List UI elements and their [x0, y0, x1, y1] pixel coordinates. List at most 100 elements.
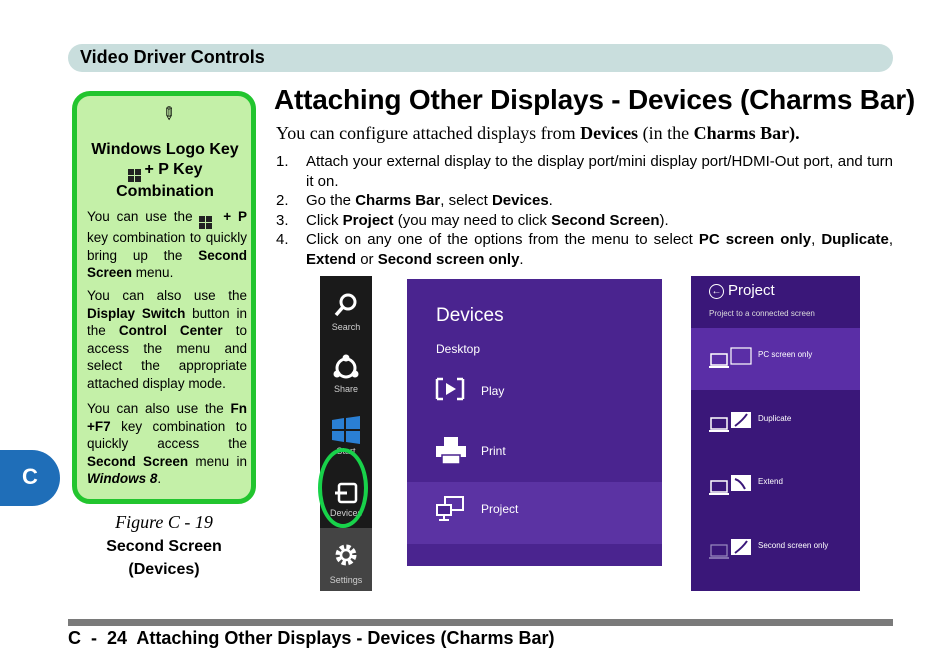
note-text: menu. [135, 265, 174, 281]
device-item-label: Print [481, 444, 506, 458]
windows-logo-icon [199, 216, 213, 229]
step-text: Click on any one of the options from the… [306, 231, 693, 248]
section-header: Video Driver Controls [68, 44, 893, 72]
gear-icon [335, 544, 357, 566]
note-paragraph-2: You can also use the Display Switch butt… [87, 287, 247, 393]
page-footer: C - 24 Attaching Other Displays - Device… [68, 628, 555, 648]
figure-caption: Figure C - 19 [115, 512, 213, 532]
note-title-line2: + P Key [87, 160, 243, 182]
step-text-bold: Charms Bar [355, 192, 441, 209]
step-text: , select [440, 192, 488, 209]
duplicate-icon [709, 412, 751, 432]
step-text: or [360, 250, 374, 268]
page-title: Attaching Other Displays - Devices (Char… [274, 84, 916, 115]
step-text: , [888, 231, 893, 248]
note-title-line2-text: + P Key [144, 160, 203, 178]
step-item: 2. Go the Charms Bar, select Devices. [276, 191, 893, 211]
step-text-bold: Project [342, 211, 394, 229]
note-text-bold-italic: Windows 8 [87, 471, 158, 487]
device-item-label: Project [481, 502, 519, 516]
device-item-print[interactable]: Print [407, 424, 662, 482]
project-subtitle: Project to a connected screen [709, 309, 815, 318]
note-text-bold: Control Center [118, 323, 223, 339]
search-icon [334, 293, 357, 317]
note-text-bold: + P [223, 209, 247, 224]
project-icon [436, 496, 464, 521]
note-text: You can also use the [87, 401, 224, 416]
note-title-line1: Windows Logo Key [91, 141, 239, 158]
play-icon [435, 377, 465, 401]
figure-subtitle-line2: (Devices) [128, 561, 200, 578]
note-text: . [157, 471, 162, 487]
step-text: (you may need to click [397, 211, 547, 229]
chapter-letter: C [22, 464, 38, 489]
charm-share[interactable]: Share [320, 338, 372, 400]
figure-subtitle: Second Screen (Devices) [72, 535, 256, 581]
step-text: ). [659, 211, 669, 229]
step-number: 1. [276, 153, 289, 170]
step-text: Go the [306, 192, 352, 209]
step-text: . [519, 250, 524, 268]
charm-label: Share [333, 384, 359, 394]
note-paragraph-1: You can use the + P key combination to q… [87, 208, 247, 282]
note-paragraph-3: You can also use the Fn +F7 key combinat… [87, 400, 247, 488]
note-box: ✎ Windows Logo Key + P Key Combination Y… [72, 91, 256, 504]
project-option-label: Extend [758, 477, 783, 486]
device-item-play[interactable]: Play [407, 364, 662, 422]
section-title: Video Driver Controls [80, 47, 265, 67]
charms-bar: Search Share Start Devices Settings [320, 276, 372, 591]
windows-start-icon [332, 416, 360, 444]
step-item: 4. Click on any one of the options from … [276, 230, 893, 269]
step-text: , [811, 231, 816, 248]
steps-list: 1. Attach your external display to the d… [276, 152, 893, 269]
note-text: to access the menu and select the approp… [87, 323, 247, 391]
note-text-bold: Second Screen [87, 453, 189, 469]
project-option-label: Duplicate [758, 414, 792, 423]
pencil-icon: ✎ [156, 101, 181, 126]
project-option-extend[interactable]: Extend [691, 455, 860, 517]
devices-title: Devices [436, 305, 504, 326]
note-text-bold: Second Screen [87, 247, 247, 281]
note-text: key combination to quickly access the [87, 418, 247, 452]
step-text: Attach your external display to the disp… [306, 153, 893, 190]
project-option-label: Second screen only [758, 541, 829, 550]
note-text: menu in [195, 453, 247, 469]
charm-label: Search [331, 322, 361, 332]
project-option-pc-screen-only[interactable]: PC screen only [691, 328, 860, 390]
step-text: . [548, 192, 553, 209]
project-option-label: PC screen only [758, 350, 813, 359]
figure-subtitle-line1: Second Screen [106, 538, 222, 555]
project-option-second-screen-only[interactable]: Second screen only [691, 519, 860, 581]
extend-icon [709, 475, 751, 495]
chapter-tab: C [0, 450, 60, 506]
note-text-bold: Fn +F7 [87, 401, 247, 434]
note-text: You can use the [87, 209, 193, 224]
step-text-bold: Second Screen [551, 211, 660, 229]
step-text: Click [306, 211, 339, 229]
note-title-line3: Combination [116, 182, 214, 200]
printer-icon [436, 437, 466, 465]
intro-text-bold: ). [789, 123, 800, 143]
second-screen-only-icon [709, 539, 751, 559]
charm-label: Settings [329, 575, 363, 585]
step-number: 2. [276, 192, 289, 209]
share-icon [333, 354, 359, 379]
devices-panel: Devices Desktop Play Print Project [407, 279, 662, 566]
devices-subtitle: Desktop [436, 342, 481, 356]
intro-text: You can configure attached displays from… [276, 123, 800, 144]
device-item-project[interactable]: Project [407, 482, 662, 544]
note-text: key combination to quickly bring up the [87, 230, 247, 263]
intro-text-bold: Devices [580, 123, 639, 143]
device-item-label: Play [481, 384, 505, 398]
project-option-duplicate[interactable]: Duplicate [691, 392, 860, 454]
step-text-bold: Duplicate [821, 231, 889, 248]
back-arrow-icon[interactable]: ← [709, 284, 724, 299]
charm-settings[interactable]: Settings [320, 528, 372, 591]
step-text-bold: Extend [306, 250, 357, 268]
note-text-bold: Display Switch [87, 305, 186, 321]
intro-text-bold: Charms Bar [693, 123, 790, 143]
intro-text-part: You can configure attached displays from [276, 123, 576, 143]
windows-logo-icon [127, 168, 141, 182]
charm-search[interactable]: Search [320, 276, 372, 338]
project-title-text: Project [728, 282, 775, 299]
